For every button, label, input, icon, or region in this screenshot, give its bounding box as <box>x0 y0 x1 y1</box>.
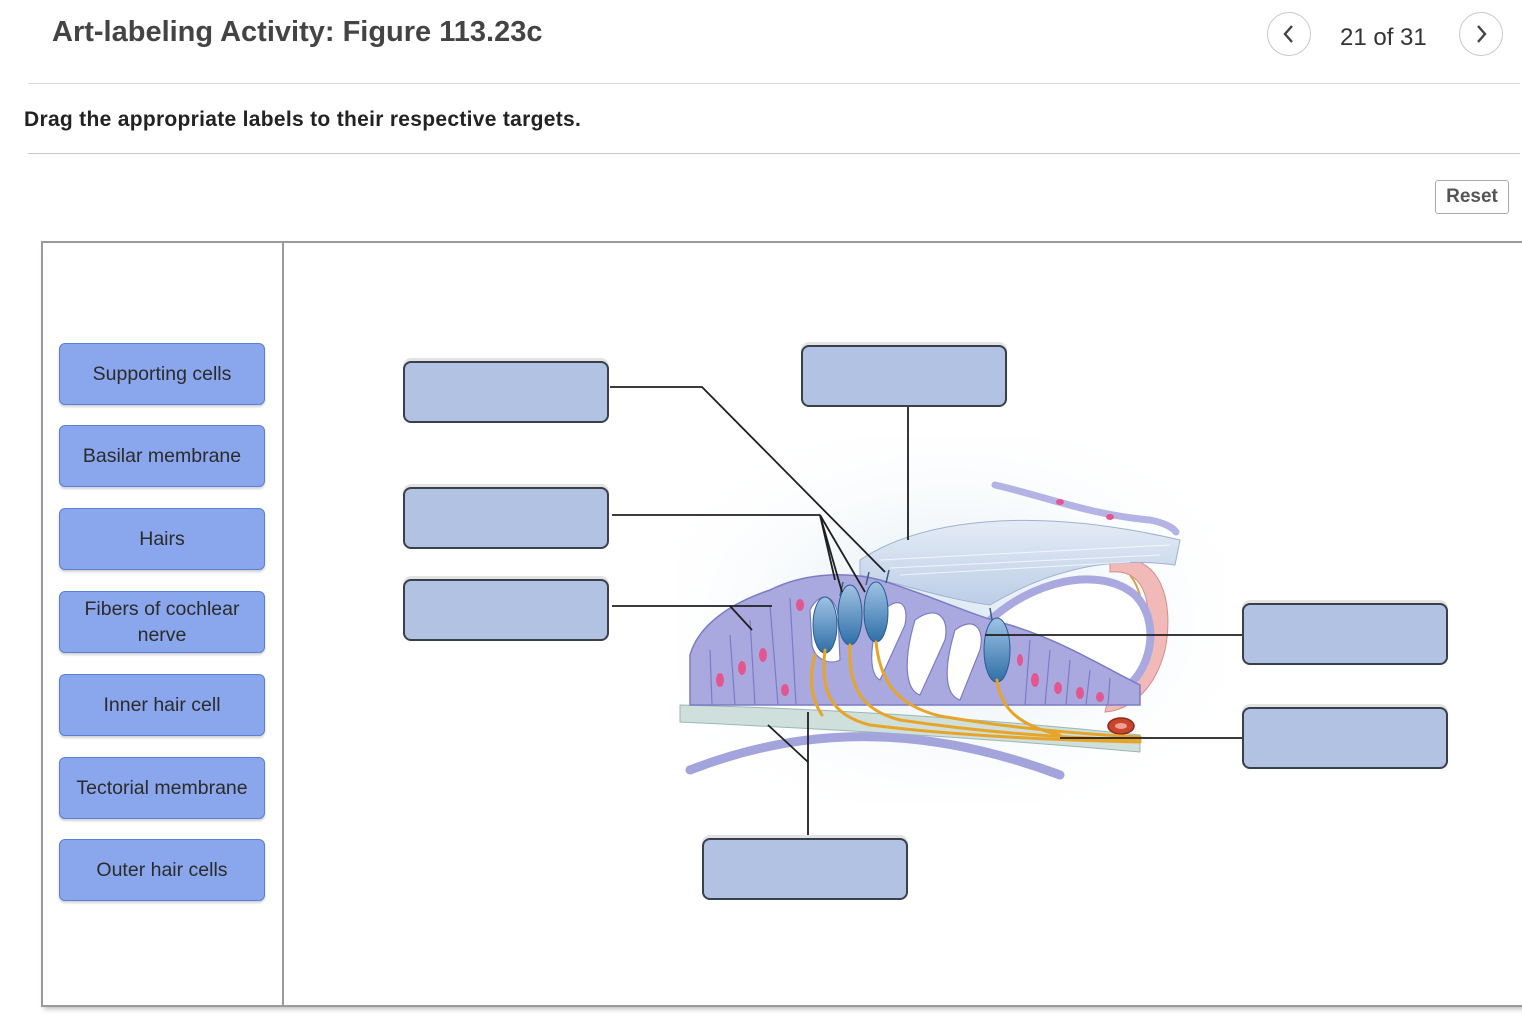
label-tectorial-membrane[interactable]: Tectorial membrane <box>59 757 265 819</box>
label-inner-hair-cell[interactable]: Inner hair cell <box>59 674 265 736</box>
chevron-left-icon <box>1283 25 1293 43</box>
reset-button[interactable]: Reset <box>1435 180 1509 214</box>
drop-target-1[interactable] <box>403 361 609 423</box>
label-outer-hair-cells[interactable]: Outer hair cells <box>59 839 265 901</box>
drop-target-3[interactable] <box>403 487 609 549</box>
label-supporting-cells[interactable]: Supporting cells <box>59 343 265 405</box>
drop-target-4[interactable] <box>403 579 609 641</box>
instructions-divider <box>28 153 1520 154</box>
drop-target-2[interactable] <box>801 345 1007 407</box>
instructions: Drag the appropriate labels to their res… <box>24 108 582 131</box>
drop-target-5[interactable] <box>1242 603 1448 665</box>
label-fibers-of-cochlear-nerve[interactable]: Fibers of cochlear nerve <box>59 591 265 653</box>
previous-button[interactable] <box>1267 12 1311 56</box>
next-button[interactable] <box>1459 12 1503 56</box>
label-hairs[interactable]: Hairs <box>59 508 265 570</box>
drop-target-6[interactable] <box>1242 707 1448 769</box>
chevron-right-icon <box>1477 25 1487 43</box>
label-basilar-membrane[interactable]: Basilar membrane <box>59 425 265 487</box>
page-counter: 21 of 31 <box>1340 24 1427 51</box>
activity-workspace <box>41 241 1522 1007</box>
header-divider <box>28 83 1520 84</box>
palette-divider <box>282 243 284 1007</box>
drop-target-7[interactable] <box>702 838 908 900</box>
page-title: Art-labeling Activity: Figure 113.23c <box>52 16 543 48</box>
